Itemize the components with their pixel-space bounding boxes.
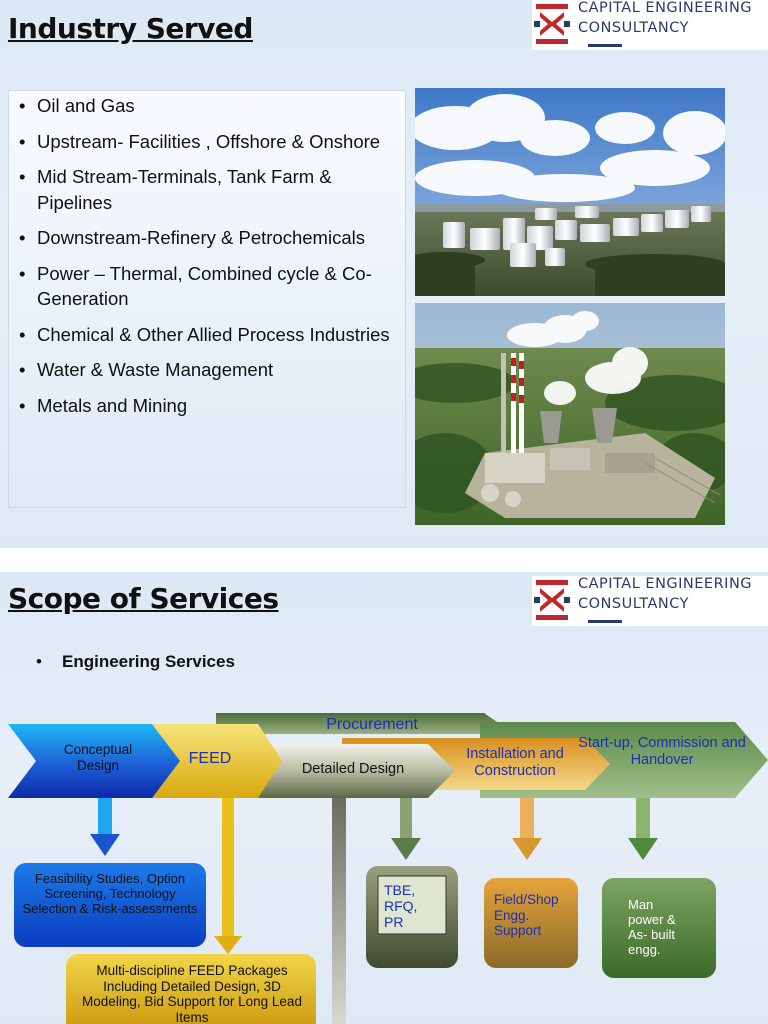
tbe-rfq-pr-text: TBE, RFQ, PR xyxy=(384,882,418,931)
detailed-design-label: Detailed Design xyxy=(301,761,405,777)
logo-text-line1: CAPITAL ENGINEERING xyxy=(578,576,753,592)
installation-down-arrow xyxy=(520,798,534,840)
installation-label: Installation and Construction xyxy=(466,746,564,779)
feed-arrow xyxy=(152,724,282,798)
list-item: Chemical & Other Allied Process Industri… xyxy=(15,322,399,348)
procurement-arrow xyxy=(216,713,500,734)
slide-title: Scope of Services xyxy=(8,582,279,615)
manpower-text: Man power & As- built engg. xyxy=(628,897,676,957)
logo-text-line1: CAPITAL ENGINEERING xyxy=(578,0,753,16)
startup-down-arrow xyxy=(636,798,650,840)
bullet-text: Engineering Services xyxy=(62,652,235,671)
feasibility-text: Feasibility Studies, Option Screening, T… xyxy=(22,871,198,916)
logo-text-line2: CONSULTANCY xyxy=(578,596,690,612)
conceptual-down-arrow xyxy=(98,798,112,836)
company-logo: CAPITAL ENGINEERING CONSULTANCY xyxy=(532,0,768,50)
list-item: Upstream- Facilities , Offshore & Onshor… xyxy=(15,129,399,155)
slide-scope-of-services: Scope of Services CAPITAL ENGINEERING CO… xyxy=(0,572,768,1024)
procurement-label: Procurement xyxy=(326,716,418,733)
list-item: Downstream-Refinery & Petrochemicals xyxy=(15,225,399,251)
list-item: Power – Thermal, Combined cycle & Co-Gen… xyxy=(15,261,399,312)
bullet-dot: • xyxy=(36,652,42,671)
detailed-design-arrow xyxy=(258,744,455,798)
slide-title: Industry Served xyxy=(8,12,253,45)
slide-separator xyxy=(0,548,768,572)
tank-farm-photo xyxy=(415,88,725,296)
feed-packages-text: Multi-discipline FEED Packages Including… xyxy=(82,963,302,1024)
logo-text-line2: CONSULTANCY xyxy=(578,20,690,36)
industry-list-box: Oil and Gas Upstream- Facilities , Offsh… xyxy=(8,90,406,508)
list-item: Metals and Mining xyxy=(15,393,399,419)
startup-label: Start-up, Commission and Handover xyxy=(578,735,746,768)
service-flow-diagram xyxy=(8,713,768,1024)
procurement-pole xyxy=(332,798,346,1024)
feed-down-arrow xyxy=(222,798,234,938)
field-support-box xyxy=(484,878,578,968)
logo-emblem-icon xyxy=(534,4,570,44)
power-plant-photo xyxy=(415,303,725,525)
conceptual-design-label: Conceptual Design xyxy=(63,742,133,773)
logo-underline xyxy=(588,44,622,47)
industry-list: Oil and Gas Upstream- Facilities , Offsh… xyxy=(15,93,399,418)
manpower-box xyxy=(602,878,716,978)
slide-industry-served: Industry Served CAPITAL ENGINEERING CONS… xyxy=(0,0,768,548)
field-support-text: Field/Shop Engg. Support xyxy=(494,892,559,939)
list-item: Mid Stream-Terminals, Tank Farm & Pipeli… xyxy=(15,164,399,215)
list-item: Water & Waste Management xyxy=(15,357,399,383)
logo-underline xyxy=(588,620,622,623)
procurement-down-arrow xyxy=(400,798,412,840)
company-logo: CAPITAL ENGINEERING CONSULTANCY xyxy=(532,576,768,626)
engineering-services-bullet: • Engineering Services xyxy=(36,652,235,672)
feed-packages-box xyxy=(66,954,316,1024)
feed-label: FEED xyxy=(188,750,232,767)
list-item: Oil and Gas xyxy=(15,93,399,119)
logo-emblem-icon xyxy=(534,580,570,620)
feasibility-box xyxy=(14,863,206,947)
conceptual-design-arrow xyxy=(8,724,180,798)
